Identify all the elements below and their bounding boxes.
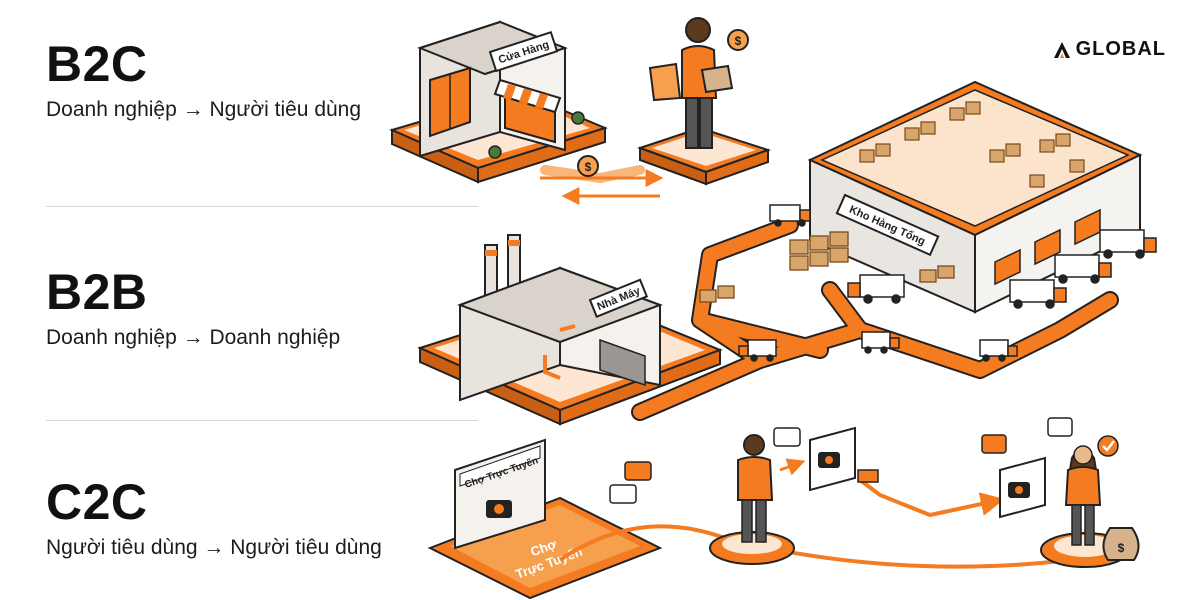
b2c-flow: $ bbox=[540, 155, 664, 205]
model-c2c-title: C2C bbox=[46, 474, 148, 530]
model-b2c-description: Doanh nghiệp → Người tiêu dùng bbox=[46, 98, 362, 121]
model-c2c-description: Người tiêu dùng → Người tiêu dùng bbox=[46, 536, 382, 559]
divider bbox=[46, 420, 478, 421]
model-b2c-title: B2C bbox=[46, 36, 148, 92]
svg-text:$: $ bbox=[735, 34, 742, 48]
svg-text:$: $ bbox=[1118, 541, 1125, 555]
money-bag-icon: $ bbox=[1102, 527, 1140, 561]
svg-text:$: $ bbox=[585, 160, 592, 174]
seller-icon bbox=[737, 434, 806, 543]
buyer-icon bbox=[1064, 445, 1102, 546]
warehouse-icon: Kho Hàng Tổng bbox=[807, 80, 1143, 314]
laptop-icon: Chợ Trực Tuyến Chợ Trực Tuyến bbox=[427, 438, 663, 600]
road-network bbox=[631, 216, 1119, 421]
camera-icon bbox=[486, 500, 512, 518]
shopper-platform bbox=[636, 126, 772, 186]
model-b2b: B2B Doanh nghiệp → Doanh nghiệp bbox=[46, 266, 340, 350]
brand-logo: GLOBAL bbox=[1052, 38, 1166, 61]
product-card bbox=[809, 426, 879, 492]
brand-mark-icon bbox=[1053, 41, 1070, 58]
box-stack-icon bbox=[699, 231, 955, 303]
brand-name: GLOBAL bbox=[1075, 38, 1166, 60]
coin-icon: $ bbox=[577, 155, 599, 177]
model-b2b-description: Doanh nghiệp → Doanh nghiệp bbox=[46, 326, 341, 349]
model-b2b-title: B2B bbox=[46, 264, 148, 320]
divider bbox=[46, 206, 478, 207]
shop-icon: Cửa Hàng bbox=[417, 20, 585, 159]
model-b2c: B2C Doanh nghiệp → Người tiêu dùng bbox=[46, 38, 361, 122]
truck-icon bbox=[738, 204, 1157, 362]
factory-icon: Nhà Máy bbox=[457, 234, 663, 402]
shopper-icon: $ bbox=[648, 17, 749, 149]
c2c-arrow bbox=[858, 478, 1005, 518]
check-icon bbox=[1097, 435, 1119, 457]
chat-bubble-icon bbox=[609, 417, 1073, 504]
model-c2c: C2C Người tiêu dùng → Người tiêu dùng bbox=[46, 476, 382, 560]
product-card bbox=[999, 456, 1046, 519]
